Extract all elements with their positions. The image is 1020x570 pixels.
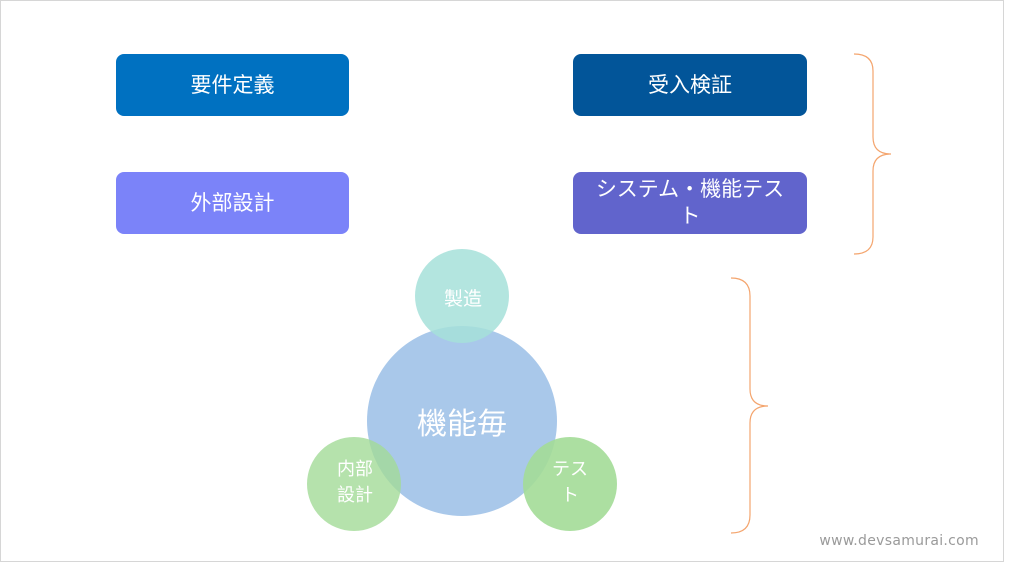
system-test-box: システム・機能テスト — [573, 172, 807, 234]
top-circle-label: 製造 — [421, 279, 505, 315]
center-circle-text: 機能毎 — [417, 407, 507, 442]
diagram-graphics — [307, 53, 892, 534]
top-circle-text: 製造 — [443, 287, 482, 310]
acceptance-box: 受入検証 — [573, 54, 807, 116]
watermark: www.devsamurai.com — [819, 533, 979, 549]
slide: 要件定義 外部設計 受入検証 システム・機能テスト 機能毎 製造 内部設計 テス… — [0, 0, 1004, 562]
external-design-box: 外部設計 — [116, 172, 349, 234]
top-circle — [415, 249, 509, 343]
requirements-box: 要件定義 — [116, 54, 349, 116]
left-circle — [307, 437, 401, 531]
requirements-label: 要件定義 — [190, 72, 275, 97]
center-circle — [367, 326, 557, 516]
left-circle-label: 内部設計 — [319, 453, 391, 513]
acceptance-label: 受入検証 — [648, 72, 732, 97]
right-circle — [523, 437, 617, 531]
upper-bracket — [853, 53, 892, 255]
right-circle-text: テスト — [552, 459, 588, 506]
system-test-label: システム・機能テスト — [595, 177, 785, 228]
right-circle-label: テスト — [534, 453, 606, 513]
center-circle-label: 機能毎 — [381, 391, 543, 451]
external-design-label: 外部設計 — [190, 190, 275, 215]
left-circle-text: 内部設計 — [337, 459, 373, 506]
lower-bracket — [730, 277, 769, 534]
